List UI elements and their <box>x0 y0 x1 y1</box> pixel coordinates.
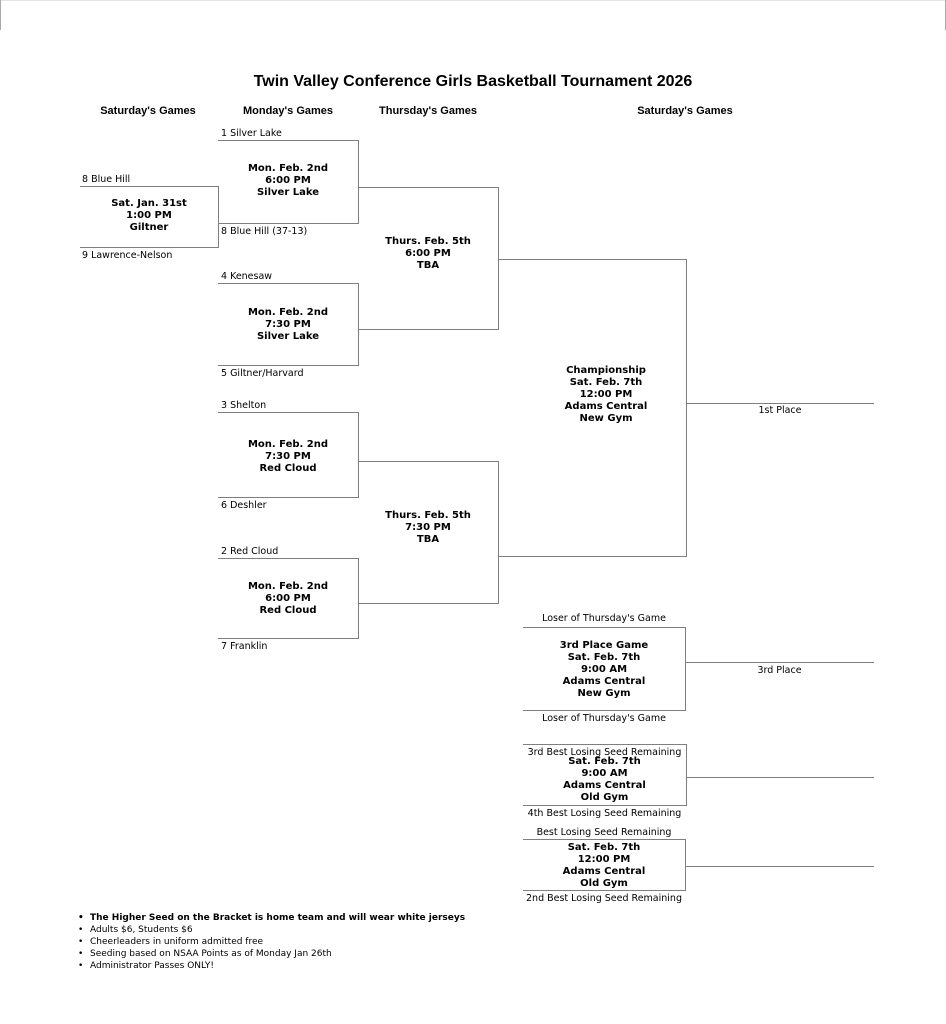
monday-game2-bottom-team-label: 5 Giltner/Harvard <box>221 368 304 379</box>
semifinal1-right-line <box>498 187 499 330</box>
playin-top-line <box>80 186 218 187</box>
consolation2-right-line <box>685 839 686 891</box>
consolation1-winner-line <box>686 777 874 778</box>
semifinal1-info: Thurs. Feb. 5th 6:00 PM TBA <box>385 236 471 271</box>
note-item-passes: Administrator Passes ONLY! <box>78 960 465 972</box>
note-item-cheerleaders: Cheerleaders in uniform admitted free <box>78 936 465 948</box>
semifinal2-info: Thurs. Feb. 5th 7:30 PM TBA <box>385 510 471 545</box>
semifinal2-top-line <box>358 461 498 462</box>
playin-bottom-line <box>80 247 218 248</box>
third-place-label: 3rd Place <box>757 665 802 676</box>
playin-bottom-team-label: 9 Lawrence-Nelson <box>82 250 173 261</box>
championship-right-line <box>686 259 687 557</box>
page-left-edge <box>0 0 1 30</box>
monday-game2-top-line <box>218 283 358 284</box>
consolation2-bottom-line <box>523 890 685 891</box>
monday-game4-top-line <box>218 558 358 559</box>
monday-game3-bottom-line <box>218 497 358 498</box>
note-item-admission: Adults $6, Students $6 <box>78 924 465 936</box>
playin-game-info: Sat. Jan. 31st 1:00 PM Giltner <box>111 198 187 233</box>
column-header-saturday-final: Saturday's Games <box>637 105 733 117</box>
consolation2-game-info: Sat. Feb. 7th 12:00 PM Adams Central Old… <box>562 842 646 889</box>
monday-game2-bottom-line <box>218 365 358 366</box>
third-place-top-slot-label: Loser of Thursday's Game <box>542 613 666 624</box>
monday-game2-top-team-label: 4 Kenesaw <box>221 271 273 282</box>
monday-game2-right-line <box>358 283 359 366</box>
page-title: Twin Valley Conference Girls Basketball … <box>253 73 693 90</box>
third-place-winner-line <box>685 662 874 663</box>
consolation2-winner-line <box>685 866 874 867</box>
monday-game3-top-team-label: 3 Shelton <box>221 400 267 411</box>
consolation2-bottom-slot-label: 2nd Best Losing Seed Remaining <box>526 893 682 904</box>
monday-game1-top-line <box>218 140 358 141</box>
consolation1-game-info: Sat. Feb. 7th 9:00 AM Adams Central Old … <box>563 756 646 803</box>
semifinal1-top-line <box>358 187 498 188</box>
monday-game1-info: Mon. Feb. 2nd 6:00 PM Silver Lake <box>247 163 329 198</box>
third-place-game-info: 3rd Place Game Sat. Feb. 7th 9:00 AM Ada… <box>559 640 649 699</box>
championship-game-info: Championship Sat. Feb. 7th 12:00 PM Adam… <box>564 365 648 424</box>
playin-right-line <box>218 186 219 248</box>
column-header-monday: Monday's Games <box>242 105 334 117</box>
third-place-bottom-line <box>523 710 685 711</box>
monday-game3-top-line <box>218 412 358 413</box>
notes-list: The Higher Seed on the Bracket is home t… <box>78 912 465 972</box>
semifinal2-bottom-line <box>358 603 498 604</box>
first-place-line <box>686 403 874 404</box>
monday-game4-right-line <box>358 558 359 639</box>
consolation1-top-slot-label: 3rd Best Losing Seed Remaining <box>527 747 682 758</box>
note-item-seeding: Seeding based on NSAA Points as of Monda… <box>78 948 465 960</box>
consolation2-top-slot-label: Best Losing Seed Remaining <box>536 827 672 838</box>
monday-game1-bottom-team-label: 8 Blue Hill (37-13) <box>221 226 308 237</box>
playin-top-team-label: 8 Blue Hill <box>82 174 131 185</box>
consolation2-top-line <box>523 839 685 840</box>
consolation1-right-line <box>686 744 687 806</box>
consolation1-top-line <box>523 744 686 745</box>
monday-game1-top-team-label: 1 Silver Lake <box>221 128 282 139</box>
monday-game3-right-line <box>358 412 359 498</box>
semifinal1-bottom-line <box>358 329 498 330</box>
third-place-bottom-slot-label: Loser of Thursday's Game <box>542 713 666 724</box>
monday-game3-info: Mon. Feb. 2nd 7:30 PM Red Cloud <box>247 439 329 474</box>
monday-game1-bottom-line <box>218 223 358 224</box>
first-place-label: 1st Place <box>758 405 802 416</box>
monday-game2-info: Mon. Feb. 2nd 7:30 PM Silver Lake <box>247 307 329 342</box>
page-top-border <box>0 0 946 1</box>
third-place-right-line <box>685 627 686 711</box>
monday-game3-bottom-team-label: 6 Deshler <box>221 500 267 511</box>
semifinal2-right-line <box>498 461 499 604</box>
column-header-thursday: Thursday's Games <box>379 105 477 117</box>
monday-game4-bottom-team-label: 7 Franklin <box>221 641 268 652</box>
monday-game4-info: Mon. Feb. 2nd 6:00 PM Red Cloud <box>247 581 329 616</box>
note-item-home-team: The Higher Seed on the Bracket is home t… <box>78 912 465 924</box>
consolation1-bottom-line <box>523 805 686 806</box>
column-header-saturday-first: Saturday's Games <box>100 105 196 117</box>
monday-game4-top-team-label: 2 Red Cloud <box>221 546 279 557</box>
consolation1-bottom-slot-label: 4th Best Losing Seed Remaining <box>527 808 682 819</box>
monday-game4-bottom-line <box>218 638 358 639</box>
semifinal1-winner-line <box>498 259 686 260</box>
monday-game1-right-line <box>358 140 359 224</box>
semifinal2-winner-line <box>498 556 686 557</box>
third-place-top-line <box>523 627 685 628</box>
